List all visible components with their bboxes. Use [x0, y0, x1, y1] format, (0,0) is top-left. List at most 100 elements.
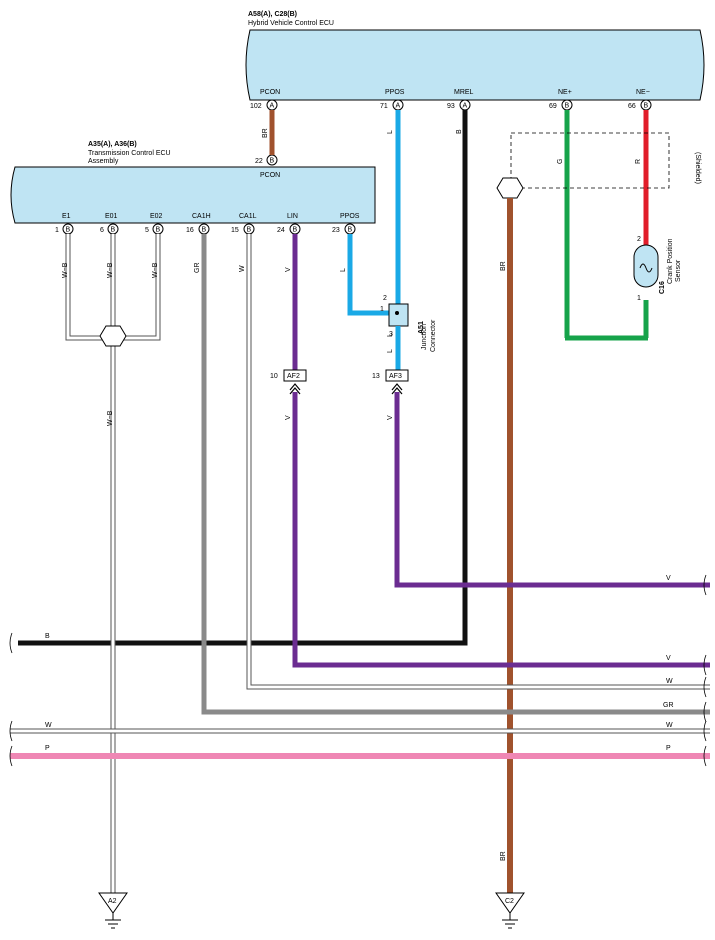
svg-text:93: 93 — [447, 103, 455, 110]
svg-text:66: 66 — [628, 103, 636, 110]
hv-ecu-connector-ids: A58(A), C28(B) — [248, 11, 297, 18]
break-marks-right — [703, 574, 707, 767]
svg-text:AF3: AF3 — [389, 373, 402, 380]
wire-tcu-ppos-l — [347, 234, 390, 316]
wire-label: BR — [500, 261, 507, 271]
svg-text:B: B — [348, 227, 353, 234]
ground-a2: A2 — [98, 892, 128, 929]
wire-af3-v — [394, 392, 710, 588]
svg-text:5: 5 — [145, 227, 149, 234]
svg-text:B: B — [111, 227, 116, 234]
wire-label: L — [340, 268, 347, 272]
svg-text:B: B — [202, 227, 207, 234]
sensor-name-line2: Sensor — [675, 259, 682, 282]
svg-text:1: 1 — [55, 227, 59, 234]
tcu-pin-6: 6 B — [100, 223, 119, 235]
bus-label: W — [666, 678, 673, 685]
svg-text:B: B — [565, 103, 570, 110]
svg-text:C2: C2 — [505, 898, 514, 905]
tcu-pin-label: PPOS — [340, 213, 360, 220]
tcu-pin-label: E02 — [150, 213, 163, 220]
svg-text:1: 1 — [637, 295, 641, 302]
bus-label: B — [45, 633, 50, 640]
tcu-pin-label: LIN — [287, 213, 298, 220]
wire-label: R — [635, 159, 642, 164]
shield-box — [510, 132, 670, 189]
wire-af2-v — [292, 392, 710, 668]
hv-ecu-body — [245, 29, 705, 101]
splice-wb — [99, 325, 127, 347]
svg-text:2: 2 — [383, 295, 387, 302]
tcu-pin-15: 15 B — [231, 223, 255, 235]
tcu-pin-label: CA1H — [192, 213, 211, 220]
junction-name-line1: Junction — [421, 324, 428, 350]
tcu-name-line1: Transmission Control ECU — [88, 150, 171, 157]
wire-label: BR — [262, 128, 269, 138]
bus-label: W — [666, 722, 673, 729]
wire-label: GR — [194, 263, 201, 274]
hv-pin-71: 71 A — [380, 99, 404, 111]
wire-label: V — [285, 415, 292, 420]
tcu-pin-label: E01 — [105, 213, 118, 220]
break-marks-left — [9, 632, 13, 767]
svg-text:A: A — [463, 103, 468, 110]
tcu-pin-16: 16 B — [186, 223, 210, 235]
svg-text:B: B — [293, 227, 298, 234]
bus-label: P — [666, 745, 671, 752]
hv-pin-66: 66 B — [628, 99, 652, 111]
ground-wires-wb — [65, 234, 161, 893]
svg-text:102: 102 — [250, 103, 262, 110]
tcu-pin-label: CA1L — [239, 213, 257, 220]
wire-label: W−B — [62, 262, 69, 278]
sensor-id: C16 — [659, 281, 666, 294]
shield-label: (Shielded) — [694, 152, 701, 184]
tcu-name-line2: Assembly — [88, 158, 119, 165]
svg-text:24: 24 — [277, 227, 285, 234]
svg-text:3: 3 — [389, 331, 393, 338]
wire-label: W−B — [107, 262, 114, 278]
svg-text:B: B — [156, 227, 161, 234]
svg-text:23: 23 — [332, 227, 340, 234]
connector-af3: AF3 13 — [372, 369, 409, 395]
junction-id: A51 — [418, 321, 425, 334]
bus-label: W — [45, 722, 52, 729]
tcu-top-pin-label: PCON — [260, 172, 280, 179]
hv-ecu: A58(A), C28(B) Hybrid Vehicle Control EC… — [245, 11, 705, 111]
svg-text:B: B — [66, 227, 71, 234]
bus-label: V — [666, 575, 671, 582]
svg-text:6: 6 — [100, 227, 104, 234]
crank-sensor: 2 1 C16 Crank Position Sensor — [633, 236, 682, 302]
wire-label: L — [387, 349, 394, 353]
hv-pin-label: PCON — [260, 89, 280, 96]
svg-text:1: 1 — [380, 306, 384, 313]
svg-text:A2: A2 — [108, 898, 117, 905]
tcu-pin-22: 22 B — [255, 154, 278, 166]
svg-text:71: 71 — [380, 103, 388, 110]
wire-mrel-b — [18, 110, 468, 646]
hv-pin-label: PPOS — [385, 89, 405, 96]
svg-text:A: A — [270, 103, 275, 110]
wire-label: L — [387, 130, 394, 134]
wire-label: G — [557, 159, 564, 164]
hv-pin-93: 93 A — [447, 99, 471, 111]
connector-af2: AF2 10 — [270, 369, 307, 395]
wire-label: W−B — [107, 410, 114, 426]
junction-a51: 2 1 3 A51 Junction Connector — [380, 295, 437, 352]
svg-text:B: B — [644, 103, 649, 110]
svg-text:69: 69 — [549, 103, 557, 110]
wire-label: W — [239, 265, 246, 272]
wire-ca1h-gr — [201, 234, 710, 715]
bus-label: P — [45, 745, 50, 752]
svg-text:10: 10 — [270, 373, 278, 380]
tcu-pin-24: 24 B — [277, 223, 301, 235]
hv-pin-label: MREL — [454, 89, 474, 96]
sensor-name-line1: Crank Position — [667, 238, 674, 284]
svg-text:B: B — [247, 227, 252, 234]
ground-c2: C2 — [495, 892, 525, 929]
wire-label: V — [387, 415, 394, 420]
svg-text:AF2: AF2 — [287, 373, 300, 380]
wire-label: L — [387, 333, 394, 337]
hv-pin-label: NE+ — [558, 89, 572, 96]
bus-label: GR — [663, 702, 674, 709]
svg-text:A: A — [396, 103, 401, 110]
